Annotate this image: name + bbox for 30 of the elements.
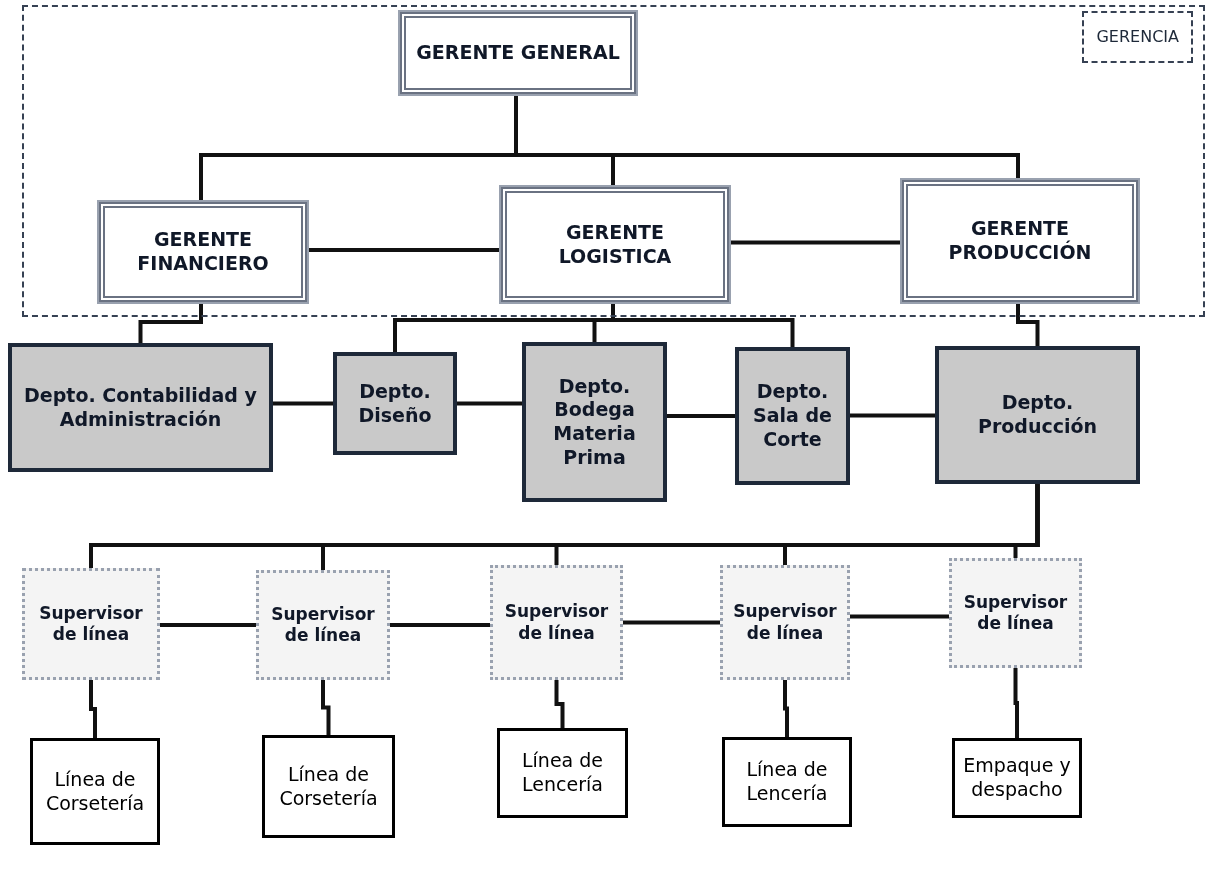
connector-line xyxy=(554,680,565,728)
connector-line xyxy=(273,401,333,406)
connector-line xyxy=(390,623,490,627)
connector-line xyxy=(1013,484,1040,558)
department-box: Depto. Contabilidad y Administración xyxy=(8,343,273,472)
connector-line xyxy=(160,623,256,627)
manager-box: GERENTE PRODUCCIÓN xyxy=(902,180,1138,302)
group-label: GERENCIA xyxy=(1082,11,1193,63)
connector-line xyxy=(850,614,949,619)
connector-line xyxy=(850,413,935,418)
department-box: Depto. Bodega Materia Prima xyxy=(522,342,667,502)
manager-box: GERENTE LOGISTICA xyxy=(501,187,729,302)
supervisor-box: Supervisor de línea xyxy=(256,570,390,680)
manager-box: GERENTE FINANCIERO xyxy=(99,202,307,302)
connector-line xyxy=(89,680,97,738)
connector-line xyxy=(457,401,522,406)
connector-line xyxy=(783,680,789,737)
connector-line xyxy=(667,414,735,418)
connector-line xyxy=(321,680,331,735)
department-box: Depto. Sala de Corte xyxy=(735,347,850,485)
supervisor-box: Supervisor de línea xyxy=(949,558,1082,668)
connector-line xyxy=(1013,668,1019,738)
manager-box: GERENTE GENERAL xyxy=(400,12,636,94)
department-box: Depto. Producción xyxy=(935,346,1140,484)
department-box: Depto. Diseño xyxy=(333,352,457,455)
dashed-group-region xyxy=(22,5,1205,317)
supervisor-box: Supervisor de línea xyxy=(22,568,160,680)
supervisor-box: Supervisor de línea xyxy=(490,565,623,680)
supervisor-box: Supervisor de línea xyxy=(720,565,850,680)
connector-line xyxy=(623,620,720,625)
